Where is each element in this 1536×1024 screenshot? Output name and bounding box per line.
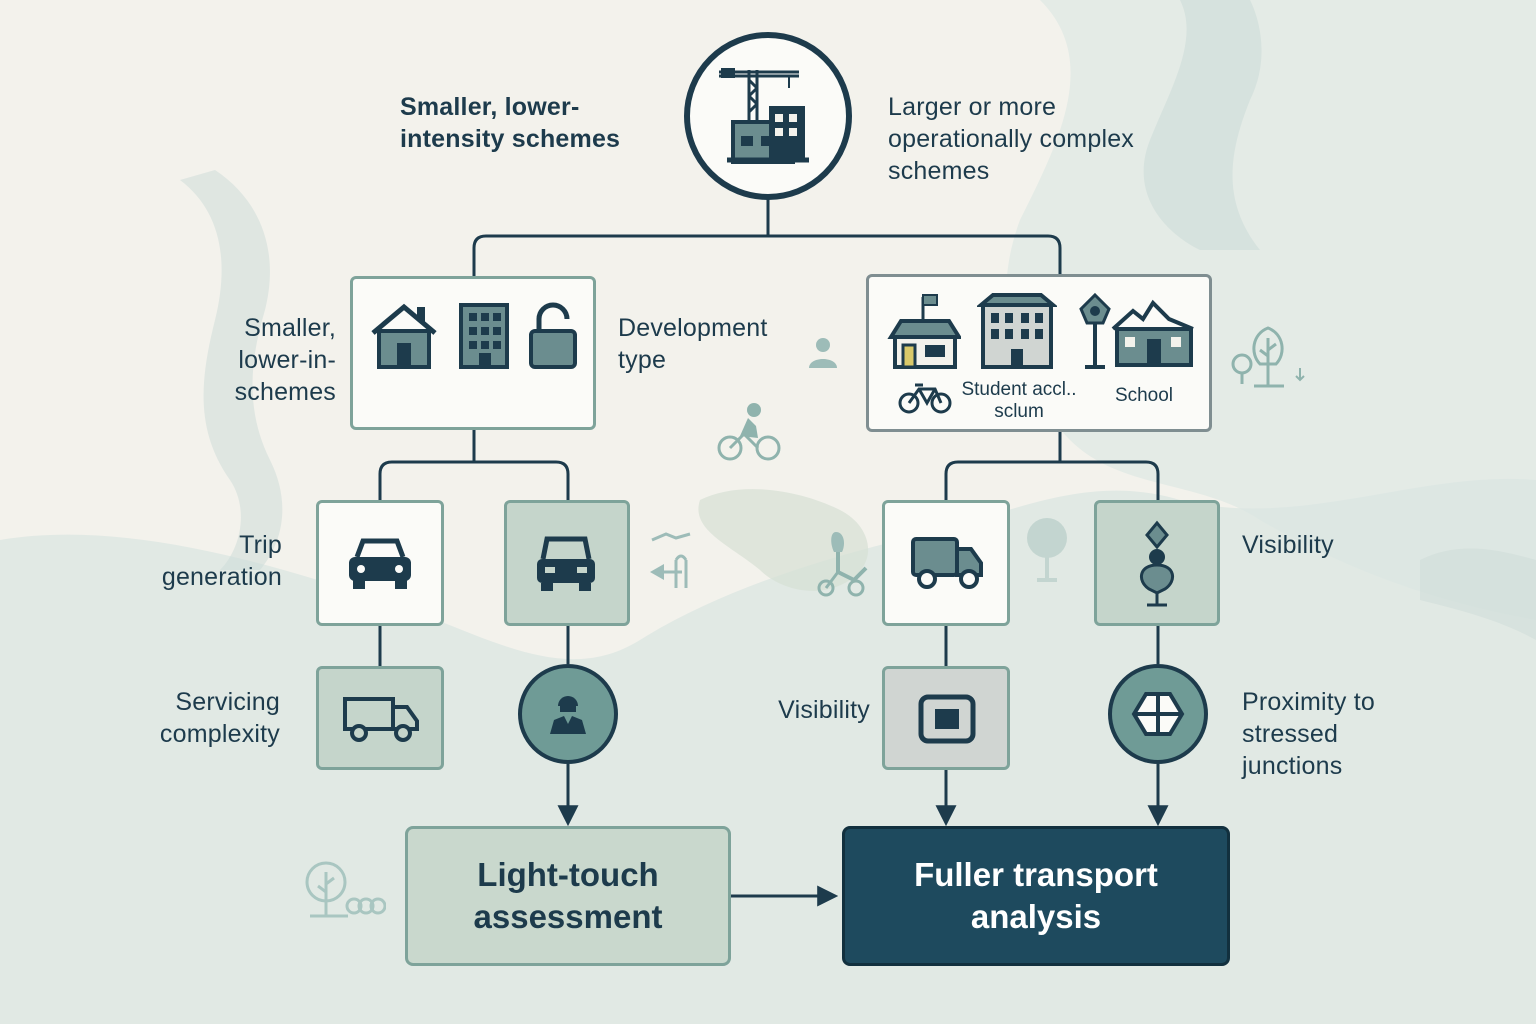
development-type-label: Development type (618, 314, 768, 374)
bicycle-icon (898, 383, 952, 414)
lock-icon (529, 302, 577, 369)
truck-icon (911, 537, 983, 589)
student-accommodation-label: Student accl.. sclum (961, 379, 1077, 422)
fuller-transport-analysis-box: Fuller transport analysis (842, 826, 1230, 966)
trip-generation-box (316, 500, 444, 626)
right-branch-label: Larger or more operationally complex sch… (888, 93, 1134, 185)
small-scheme-types-box (350, 276, 596, 430)
visibility-right-label: Visibility (1242, 531, 1334, 559)
junction-icon (1131, 692, 1185, 736)
large-scheme-types-box: Student accl.. sclum School (866, 274, 1212, 432)
square-stop-icon (918, 694, 976, 744)
person-node (518, 664, 618, 764)
light-touch-assessment-box: Light-touch assessment (405, 826, 731, 966)
house-icon (371, 303, 437, 369)
visibility-top-box (1094, 500, 1220, 626)
apartment-block-icon (459, 303, 509, 369)
servicing-vehicle-box (882, 500, 1010, 626)
tree-icon (1231, 326, 1305, 388)
shop-with-flag-icon (887, 294, 961, 369)
visibility-left-label: Visibility (778, 696, 870, 724)
parking-sign-icon (650, 532, 691, 588)
tree-sign-icon (1079, 292, 1111, 369)
student-accommodation-icon (977, 293, 1057, 369)
visibility-box (882, 666, 1010, 770)
proximity-label: Proximity to stressed junctions (1242, 688, 1375, 780)
school-icon (1111, 299, 1194, 367)
servicing-complexity-box (316, 666, 444, 770)
school-label: School (1114, 385, 1174, 406)
tree-cart-icon (305, 861, 386, 918)
tree-icon (1027, 518, 1067, 582)
vehicle-access-box (504, 500, 630, 626)
left-branch-label: Smaller, lower-intensity schemes (400, 93, 621, 153)
vehicle-front-icon (537, 536, 595, 591)
person-icon (809, 338, 837, 368)
servicing-complexity-label: Servicing complexity (159, 688, 280, 748)
development-node (684, 32, 852, 200)
cyclist-icon (717, 403, 781, 461)
junction-node (1108, 664, 1208, 764)
person-icon (550, 696, 586, 734)
car-icon (349, 538, 411, 589)
delivery-van-icon (343, 697, 419, 742)
construction-crane-building-icon (719, 68, 809, 164)
scooter-icon (817, 532, 868, 597)
flower-icon (1140, 520, 1174, 607)
trip-generation-label: Trip generation (161, 531, 282, 591)
small-schemes-side-label: Smaller, lower-in-schemes (234, 314, 336, 406)
